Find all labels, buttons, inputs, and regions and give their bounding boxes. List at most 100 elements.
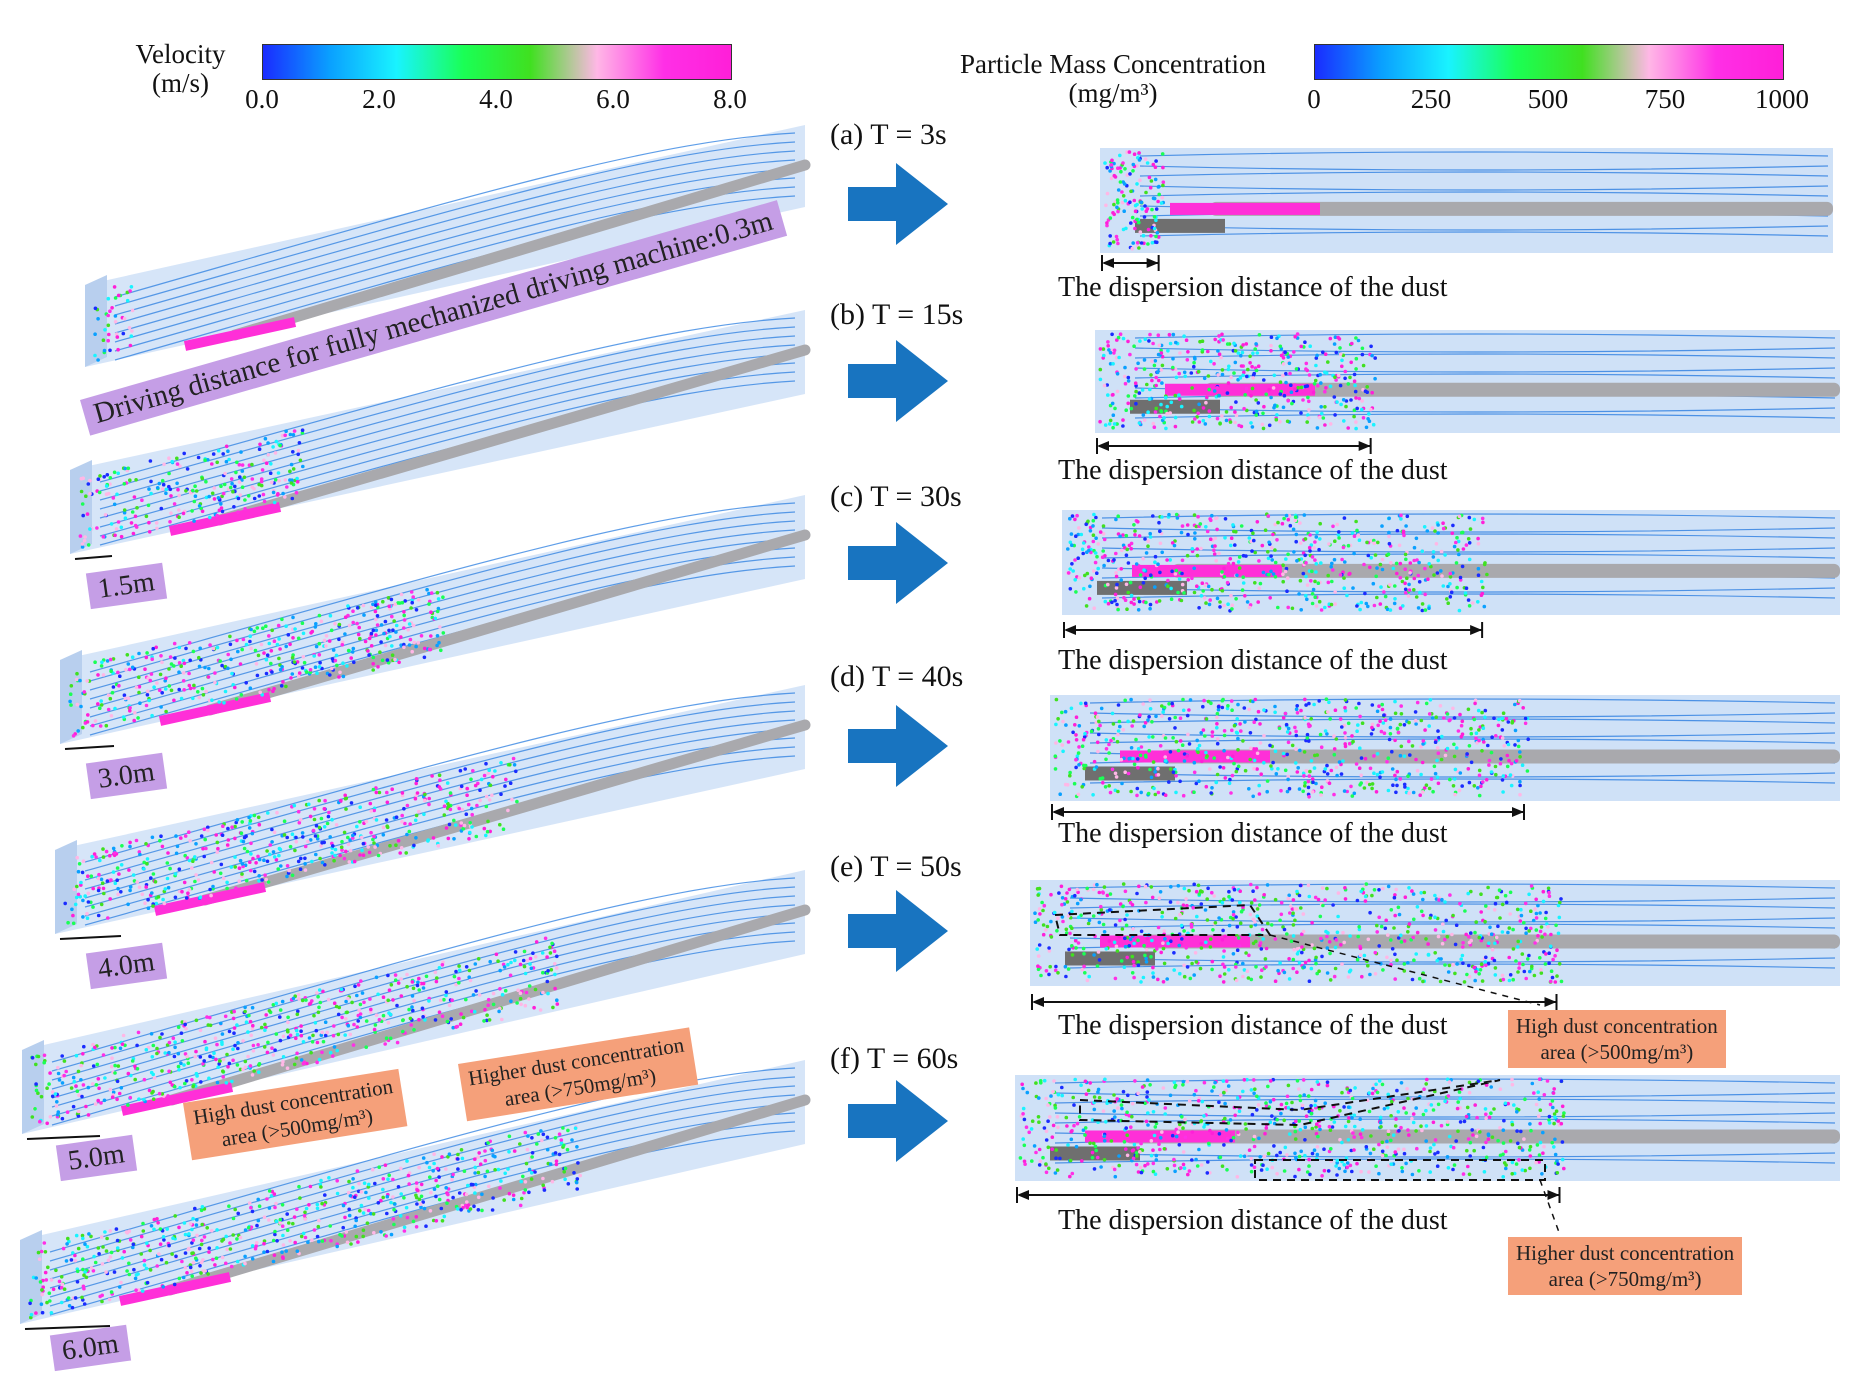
dust-particle	[1387, 737, 1392, 742]
dust-particle	[1185, 523, 1190, 527]
dust-particle	[1457, 788, 1462, 793]
dust-particle	[1121, 161, 1125, 165]
dust-particle	[1202, 698, 1206, 703]
dust-particle	[1333, 590, 1337, 594]
dust-particle	[1229, 791, 1233, 795]
dust-particle	[1178, 716, 1183, 720]
dust-particle	[1190, 386, 1194, 390]
dust-particle	[1439, 549, 1444, 554]
dust-particle	[219, 502, 223, 506]
dust-particle	[1286, 777, 1290, 782]
dust-particle	[1453, 971, 1457, 976]
dust-particle	[1123, 598, 1128, 602]
dust-particle	[1159, 950, 1163, 955]
dust-particle	[1055, 929, 1059, 933]
dust-particle	[1129, 541, 1134, 546]
dust-particle	[1369, 344, 1373, 349]
dust-particle	[1118, 534, 1122, 539]
dust-particle	[1114, 586, 1119, 590]
dust-particle	[123, 466, 127, 471]
dust-particle	[1074, 715, 1079, 719]
dust-particle	[233, 484, 237, 489]
dust-particle	[1101, 549, 1105, 553]
dust-particle	[1275, 336, 1279, 341]
dust-particle	[1417, 560, 1421, 565]
dust-particle	[1253, 581, 1257, 585]
dust-particle	[203, 458, 207, 463]
dust-particle	[1292, 350, 1296, 354]
dust-particle	[1200, 759, 1204, 764]
dust-particle	[1092, 759, 1097, 764]
dust-particle	[1372, 541, 1376, 546]
dust-particle	[1111, 240, 1116, 244]
dust-particle	[1094, 536, 1098, 540]
dust-particle	[1294, 747, 1298, 751]
dust-particle	[1181, 697, 1185, 702]
dust-particle	[1103, 423, 1108, 427]
dust-particle	[1536, 934, 1540, 938]
dust-particle	[1273, 403, 1277, 408]
dust-particle	[1448, 571, 1453, 576]
dust-particle	[1107, 742, 1111, 747]
dust-particle	[1329, 564, 1333, 569]
dust-particle	[1151, 341, 1155, 346]
dust-particle	[1061, 749, 1065, 754]
dust-particle	[1196, 514, 1200, 519]
dust-particle	[1312, 766, 1317, 770]
dust-particle	[1343, 731, 1347, 735]
dust-particle	[219, 484, 223, 489]
dust-particle	[167, 456, 171, 461]
dust-particle	[1057, 891, 1061, 895]
dust-particle	[1489, 770, 1494, 774]
dust-particle	[1165, 558, 1169, 562]
dust-particle	[1231, 913, 1236, 917]
dust-particle	[1159, 201, 1164, 205]
dust-particle	[1213, 536, 1218, 541]
dust-particle	[145, 693, 150, 697]
dust-particle	[1102, 353, 1106, 358]
dust-particle	[1204, 601, 1208, 605]
dust-particle	[1353, 383, 1357, 388]
dust-particle	[1053, 767, 1058, 771]
dust-particle	[1285, 730, 1290, 734]
dust-particle	[1174, 512, 1179, 517]
dust-particle	[1460, 719, 1465, 724]
dust-particle	[1125, 955, 1129, 960]
dust-particle	[1185, 754, 1189, 758]
dust-particle	[1362, 953, 1367, 958]
dust-particle	[1058, 739, 1062, 743]
dust-particle	[1433, 740, 1438, 744]
dust-particle	[1154, 159, 1158, 163]
dust-particle	[1149, 234, 1153, 238]
dust-particle	[261, 492, 266, 497]
dust-particle	[1132, 344, 1136, 349]
dust-particle	[1291, 898, 1296, 902]
dust-particle	[1312, 382, 1317, 386]
dust-particle	[1332, 734, 1336, 738]
dust-particle	[1146, 242, 1150, 246]
dust-particle	[1203, 583, 1208, 588]
dust-particle	[1420, 608, 1425, 613]
dust-particle	[1289, 383, 1293, 388]
dust-particle	[1340, 962, 1344, 966]
dust-particle	[1222, 575, 1227, 579]
dust-particle	[1107, 751, 1111, 755]
dust-particle	[1434, 715, 1438, 719]
dust-particle	[1147, 715, 1151, 719]
dust-particle	[1436, 523, 1440, 527]
dust-particle	[1220, 368, 1225, 372]
dust-particle	[1399, 712, 1404, 716]
dust-particle	[1085, 550, 1089, 554]
dust-particle	[1137, 534, 1142, 538]
dust-particle	[1168, 750, 1173, 754]
dust-particle	[1126, 561, 1131, 565]
dust-particle	[1186, 350, 1190, 354]
dust-particle	[1287, 361, 1292, 366]
dust-particle	[1454, 561, 1459, 565]
dust-particle	[1160, 381, 1164, 385]
dust-particle	[1284, 380, 1288, 385]
dust-particle	[93, 353, 97, 358]
dust-particle	[1232, 341, 1236, 346]
dust-particle	[1476, 786, 1480, 790]
dust-particle	[1436, 751, 1441, 755]
